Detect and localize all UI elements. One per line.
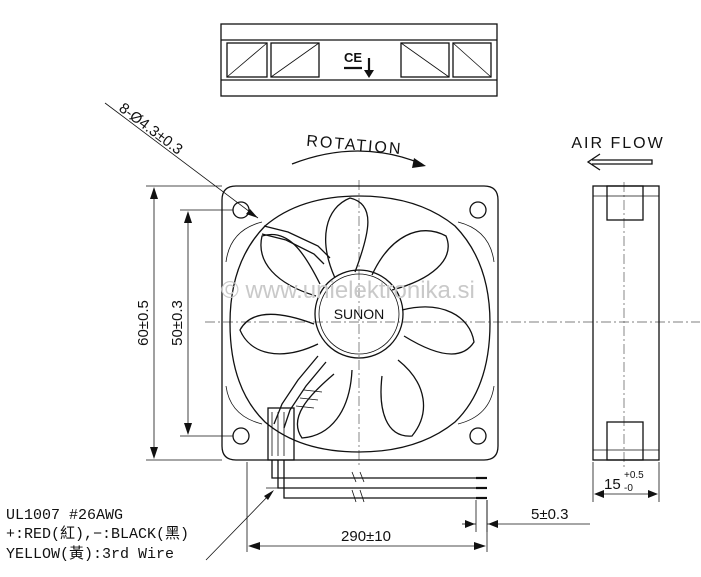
fan-blades [239, 197, 475, 439]
dimension-15 [592, 462, 660, 502]
height-hole-label: 50±0.3 [169, 300, 186, 346]
depth-tol-plus-label: +0.5 [624, 470, 644, 481]
depth-main-label: 15 [604, 476, 621, 493]
hole-spec-leader [104, 102, 259, 219]
hole-spec-label: 8-Ø4.3±0.3 [116, 100, 186, 159]
side-view [592, 185, 660, 461]
wire-spec-line-1: UL1007 #26AWG [6, 507, 123, 524]
height-outer-label: 60±0.5 [135, 300, 152, 346]
air-flow-label: AIR FLOW [571, 135, 664, 152]
wire-spec-line-2: +:RED(紅),−:BLACK(黑) [6, 525, 189, 543]
brand-label: SUNON [334, 306, 385, 322]
mounting-hole-bottom-left [232, 427, 250, 445]
wire-spec-line-3: YELLOW(黃):3rd Wire [6, 545, 174, 563]
rotation-arrow-icon [291, 150, 426, 168]
depth-tol-minus-label: -0 [624, 483, 633, 494]
mounting-hole-top-left [232, 201, 250, 219]
wire-note-leader [205, 491, 273, 561]
rotation-label: ROTATION [306, 133, 403, 158]
mounting-hole-bottom-right [469, 427, 487, 445]
fan-hub: SUNON [314, 269, 404, 359]
dimension-60 [146, 185, 222, 461]
lead-length-label: 290±10 [341, 528, 391, 545]
air-flow-arrow-icon [586, 153, 653, 171]
dimension-5 [462, 500, 590, 532]
watermark: © www.unielektronika.si [221, 277, 475, 304]
top-view: CE [220, 23, 498, 97]
dimension-50 [180, 209, 233, 437]
svg-text:CE: CE [344, 50, 362, 65]
airflow-arrow-icon [344, 58, 374, 78]
lead-wires [266, 460, 487, 503]
strip-length-label: 5±0.3 [531, 506, 568, 523]
mounting-hole-top-right [469, 201, 487, 219]
front-view: SUNON [221, 185, 499, 461]
ce-mark-icon: CE [344, 50, 362, 65]
